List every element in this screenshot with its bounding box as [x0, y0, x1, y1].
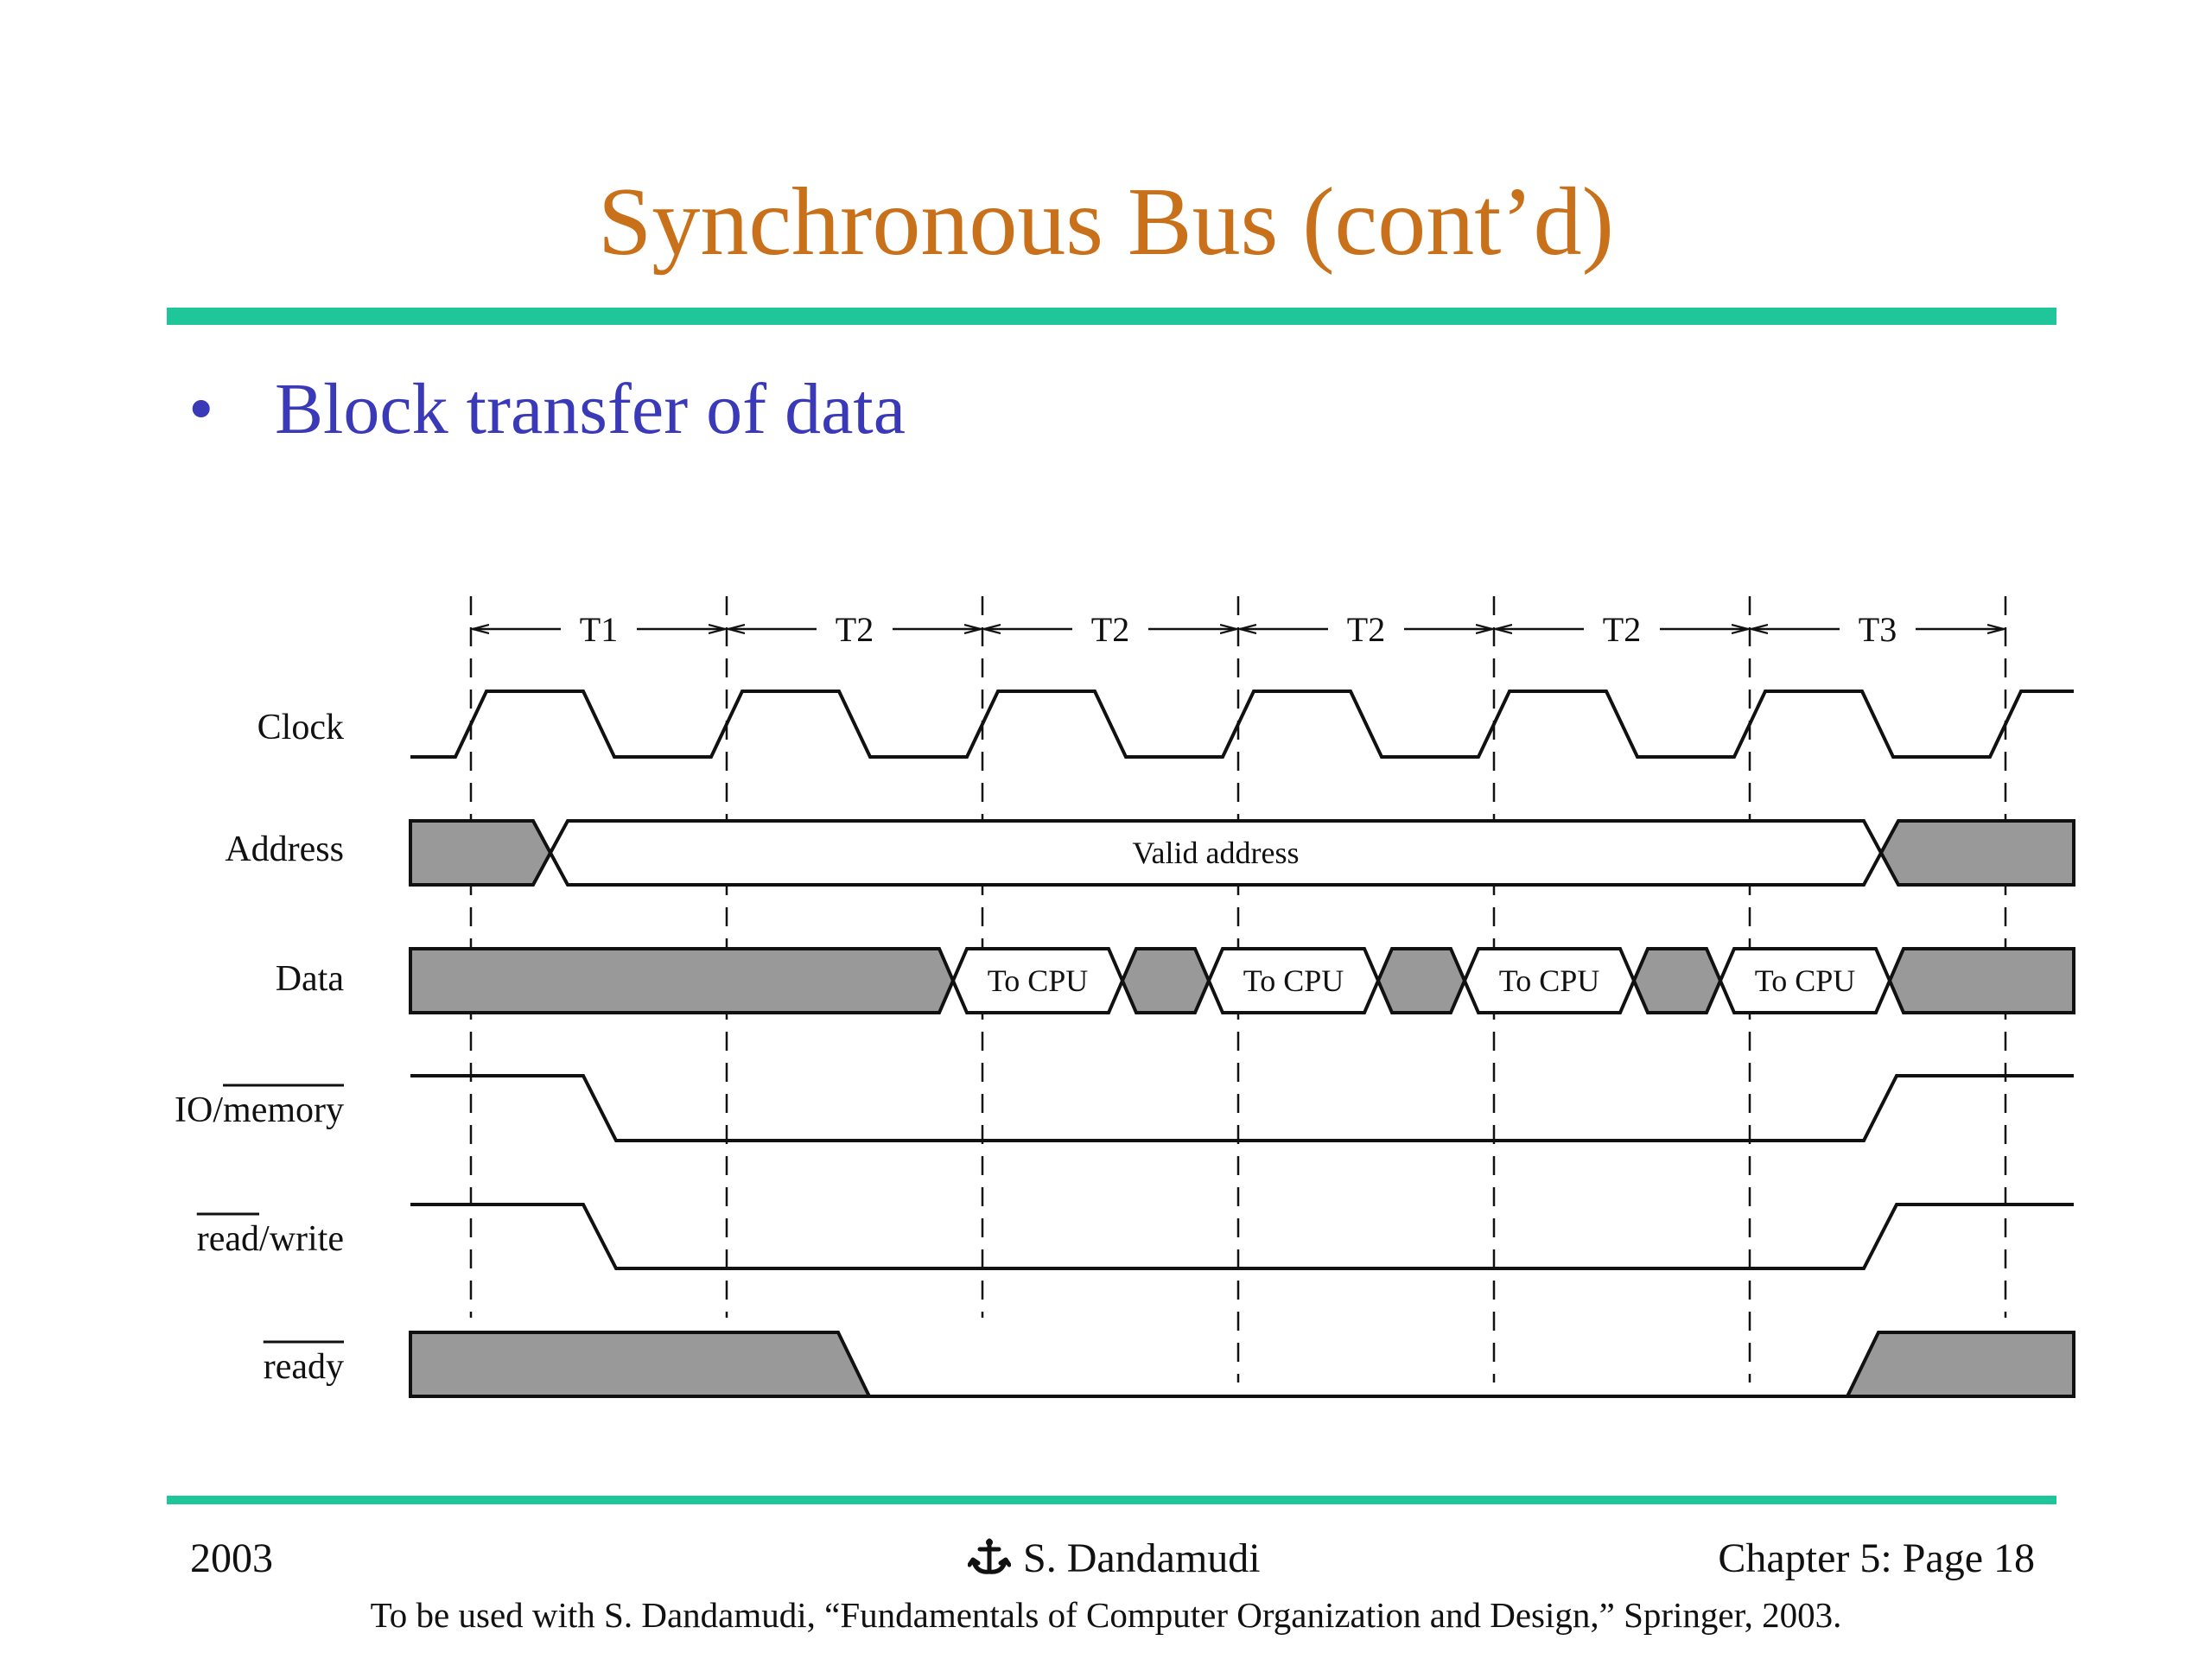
cycle-label: T1	[580, 610, 618, 649]
cycle-label: T2	[1091, 610, 1129, 649]
bullet-item: • Block transfer of data	[188, 366, 906, 454]
signal-label-io-memory: IO/memory	[175, 1090, 344, 1130]
slide-title: Synchronous Bus (cont’d)	[598, 168, 1614, 276]
footer-citation: To be used with S. Dandamudi, “Fundament…	[370, 1595, 1842, 1635]
data-invalid-segment	[1631, 947, 1723, 1014]
data-invalid-segment	[1376, 947, 1467, 1014]
anchor-icon	[968, 1538, 1011, 1574]
footer-author-name: S. Dandamudi	[1023, 1535, 1261, 1581]
clock-waveform	[410, 690, 2074, 759]
cycle-label: T2	[1347, 610, 1385, 649]
signal-label-address: Address	[225, 830, 344, 869]
io-memory-waveform	[410, 1074, 2074, 1142]
footer-divider	[167, 1496, 2056, 1504]
data-to-cpu-label: To CPU	[1243, 963, 1344, 998]
read-write-waveform	[410, 1203, 2074, 1270]
address-valid-label: Valid address	[1133, 836, 1300, 870]
signal-label-clock: Clock	[257, 708, 344, 747]
address-invalid-segment	[1878, 819, 2075, 887]
data-to-cpu-label: To CPU	[988, 963, 1089, 998]
ready-inactive-segment	[409, 1331, 873, 1398]
data-to-cpu-label: To CPU	[1499, 963, 1600, 998]
footer-year: 2003	[190, 1535, 273, 1581]
footer-page-number: Chapter 5: Page 18	[1718, 1535, 2035, 1581]
signal-label-ready: ready	[264, 1347, 344, 1387]
bullet-dot-icon: •	[188, 369, 214, 449]
address-invalid-segment	[409, 819, 553, 887]
footer-author: S. Dandamudi	[968, 1534, 1261, 1584]
data-to-cpu-label: To CPU	[1755, 963, 1856, 998]
title-divider	[167, 308, 2056, 325]
signal-label-data: Data	[276, 959, 345, 999]
signal-label-read-write: read/write	[197, 1219, 344, 1259]
cycle-label: T3	[1859, 610, 1897, 649]
cycle-label: T2	[1603, 610, 1641, 649]
data-invalid-segment	[1120, 947, 1211, 1014]
bullet-text: Block transfer of data	[275, 369, 906, 449]
cycle-label: T2	[836, 610, 874, 649]
data-invalid-segment	[1887, 947, 2075, 1014]
data-invalid-segment	[409, 947, 956, 1014]
ready-inactive-segment	[1844, 1331, 2075, 1398]
